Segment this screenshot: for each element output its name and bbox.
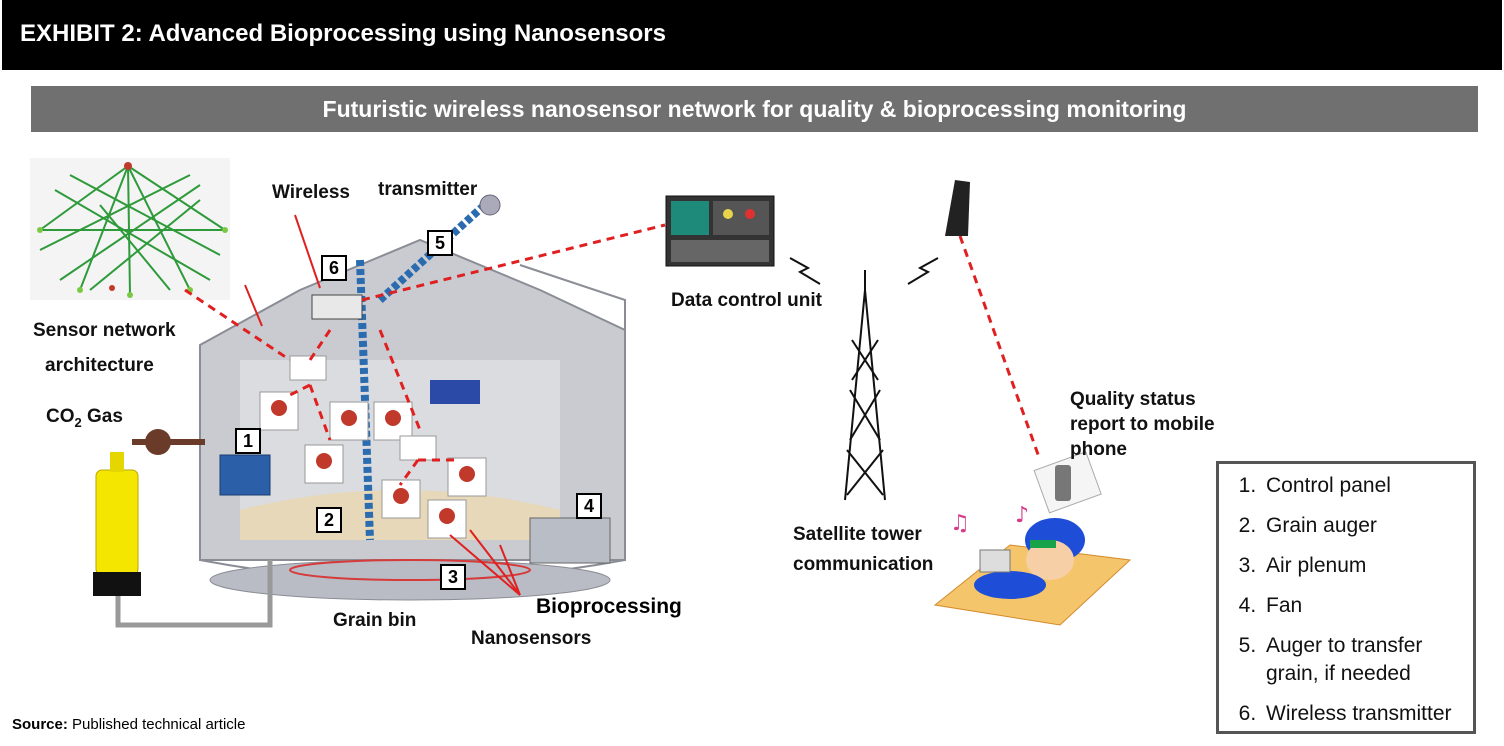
label-data-control-unit: Data control unit (671, 290, 822, 311)
num-box-5: 5 (427, 230, 453, 256)
subtitle-bar: Futuristic wireless nanosensor network f… (31, 86, 1478, 132)
label-sensor-network: Sensor network (33, 320, 176, 341)
num-box-3: 3 (440, 564, 466, 590)
label-co2-gas: CO2 Gas (46, 406, 123, 430)
legend-item-3: Air plenum (1262, 552, 1473, 580)
nanosensor-tiles (259, 355, 487, 539)
label-bioprocessing: Bioprocessing (536, 595, 682, 618)
satellite-tower (789, 257, 939, 501)
label-grain-bin: Grain bin (333, 610, 417, 631)
label-communication: communication (793, 554, 934, 575)
legend-item-4: Fan (1262, 592, 1473, 620)
exhibit-title: EXHIBIT 2: Advanced Bioprocessing using … (20, 20, 666, 47)
svg-text:♫: ♫ (950, 511, 970, 536)
label-quality-1: Quality status (1070, 389, 1196, 410)
source-note: Source: Published technical article (12, 716, 246, 733)
num-box-2: 2 (316, 507, 342, 533)
sensor-network-web (30, 158, 230, 300)
label-architecture: architecture (45, 355, 154, 376)
label-satellite-tower: Satellite tower (793, 524, 922, 545)
subtitle-text: Futuristic wireless nanosensor network f… (322, 96, 1187, 122)
label-wireless: Wireless (272, 182, 350, 203)
exhibit-header-bar: EXHIBIT 2: Advanced Bioprocessing using … (2, 0, 1502, 70)
legend-item-6: Wireless transmitter (1262, 700, 1473, 728)
label-quality-2: report to mobile (1070, 414, 1215, 435)
transfer-auger-top (479, 194, 501, 216)
sensor-links (184, 223, 1042, 486)
relaxing-person: ♫ ♪ (933, 503, 1132, 626)
data-control-unit (665, 195, 775, 267)
legend-item-2: Grain auger (1262, 512, 1473, 540)
legend-item-5: Auger to transfer grain, if needed (1262, 632, 1466, 688)
satellite-dish (945, 180, 970, 236)
num-box-4: 4 (576, 493, 602, 519)
num-box-6: 6 (321, 255, 347, 281)
svg-text:♪: ♪ (1015, 503, 1029, 528)
co2-tank (93, 429, 273, 628)
legend-item-1: Control panel (1262, 472, 1473, 500)
legend-box: Control panel Grain auger Air plenum Fan… (1216, 461, 1476, 734)
label-transmitter: transmitter (378, 179, 478, 200)
mobile-phone (1033, 451, 1102, 514)
label-quality-3: phone (1070, 439, 1127, 460)
label-nanosensors: Nanosensors (471, 628, 592, 649)
arrows (244, 214, 521, 596)
num-box-1: 1 (235, 428, 261, 454)
